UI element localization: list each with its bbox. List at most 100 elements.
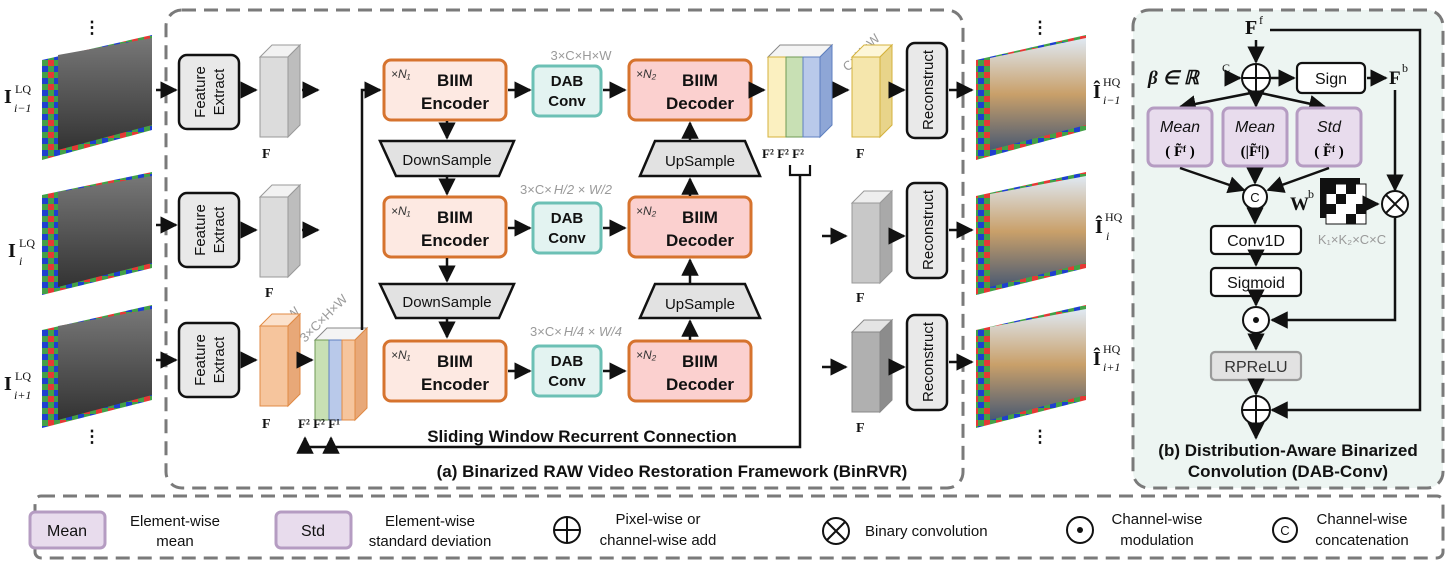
svg-text:Mean: Mean (47, 523, 87, 540)
mean-box: Mean ( F̃ᶠ ) (1146, 106, 1214, 168)
svg-text:i−1: i−1 (1103, 93, 1120, 107)
svg-text:Binary convolution: Binary convolution (865, 523, 988, 540)
feature-cube-f1-prev (258, 43, 302, 139)
legend-std: Std Element-wise standard deviation (274, 510, 492, 550)
label-f2-next: F (856, 421, 865, 436)
svg-text:Î: Î (1093, 346, 1101, 370)
dim-level3: 3×C×H/4 × W/4 (530, 324, 622, 339)
reconstruct-cur: Reconstruct (905, 181, 949, 280)
svg-text:DownSample: DownSample (402, 152, 491, 169)
feature-extract-cur: Feature Extract (177, 191, 241, 269)
feature-cube-f1-cur (258, 183, 302, 279)
dab-conv-level2: DAB Conv (531, 201, 603, 255)
svg-text:DAB: DAB (551, 73, 584, 90)
svg-text:Extract: Extract (211, 206, 228, 254)
svg-text:Feature: Feature (192, 204, 209, 256)
sliding-window-label: Sliding Window Recurrent Connection (427, 427, 737, 446)
svg-text:UpSample: UpSample (665, 153, 735, 170)
svg-text:W: W (1290, 194, 1309, 215)
svg-text:BIIM: BIIM (682, 352, 718, 371)
encoder-level3: ×N₁ BIIM Encoder (382, 339, 508, 403)
svg-text:Extract: Extract (211, 68, 228, 116)
svg-text:HQ: HQ (1103, 75, 1121, 89)
svg-text:I: I (4, 373, 12, 395)
output-label-next: Î HQ i+1 (1093, 342, 1121, 374)
svg-text:mean: mean (156, 533, 194, 550)
svg-text:DownSample: DownSample (402, 294, 491, 311)
svg-text:Encoder: Encoder (421, 94, 489, 113)
svg-text:C: C (1222, 61, 1230, 75)
svg-text:standard deviation: standard deviation (369, 533, 492, 550)
svg-text:DAB: DAB (551, 210, 584, 227)
svg-text:Pixel-wise or: Pixel-wise or (615, 511, 700, 528)
svg-text:i+1: i+1 (1103, 360, 1120, 374)
svg-text:Reconstruct: Reconstruct (920, 49, 937, 130)
svg-text:b: b (1402, 61, 1408, 75)
add-circle-top (1241, 63, 1271, 93)
label-f1-cur: F (265, 286, 274, 301)
svg-text:C: C (1280, 523, 1289, 538)
add-circle-bottom (1241, 395, 1271, 425)
dab-beta-label: β ∈ ℝ C (1147, 61, 1230, 89)
svg-text:Std: Std (1317, 119, 1342, 136)
downsample-2: DownSample (378, 282, 516, 320)
svg-text:Std: Std (301, 523, 325, 540)
ellipsis-out-bottom: ⋮ (1032, 427, 1049, 446)
sign-box: Sign (1295, 61, 1367, 95)
dab-ff-label: F f (1245, 13, 1263, 39)
svg-text:Channel-wise: Channel-wise (1112, 511, 1203, 528)
downsample-1: DownSample (378, 139, 516, 178)
rprelu-box: RPReLU (1209, 350, 1303, 382)
ellipsis-out-top: ⋮ (1032, 18, 1049, 37)
input-label-next: I LQ i+1 (4, 369, 31, 402)
input-frame-next (42, 305, 152, 428)
decoder-level1: ×N₂ BIIM Decoder (627, 58, 753, 122)
svg-text:Mean: Mean (1235, 119, 1275, 136)
svg-text:HQ: HQ (1105, 210, 1123, 224)
label-concat: F² F² F¹ (298, 416, 340, 431)
svg-text:i: i (19, 254, 22, 268)
svg-text:Sign: Sign (1315, 71, 1347, 88)
concat-feature-cube (313, 326, 369, 422)
feature-extract-next: Feature Extract (177, 321, 241, 399)
decoder-level2: ×N₂ BIIM Decoder (627, 195, 753, 259)
kernel-dims: K₁×K₂×C×C (1318, 232, 1386, 247)
panel-a-frame (164, 8, 965, 490)
input-frame-cur (42, 172, 152, 295)
svg-text:BIIM: BIIM (437, 208, 473, 227)
svg-text:( F̃ᶠ ): ( F̃ᶠ ) (1314, 143, 1344, 160)
svg-text:Encoder: Encoder (421, 231, 489, 250)
svg-text:Channel-wise: Channel-wise (1317, 511, 1408, 528)
dim-level1: 3×C×H×W (550, 48, 612, 63)
output-frame-prev (976, 35, 1086, 160)
input-label-cur: I LQ i (8, 236, 35, 268)
std-box: Std ( F̃ᶠ ) (1295, 106, 1363, 168)
modulation-circle (1242, 306, 1270, 334)
conv1d-box: Conv1D (1209, 224, 1303, 256)
legend-concat: C Channel-wise concatenation (1272, 511, 1409, 549)
svg-text:×N₁: ×N₁ (391, 204, 411, 218)
legend-add: Pixel-wise or channel-wise add (553, 511, 716, 549)
svg-text:Decoder: Decoder (666, 231, 734, 250)
svg-text:Î: Î (1093, 79, 1101, 103)
panel-b-title-1: (b) Distribution-Aware Binarized (1158, 441, 1417, 460)
svg-text:RPReLU: RPReLU (1224, 359, 1287, 376)
label-f2-prev: F (856, 147, 865, 162)
ellipsis-top: ⋮ (84, 18, 101, 37)
feature-cube-f2-cur (850, 189, 894, 285)
dab-conv-level3: DAB Conv (531, 344, 603, 398)
svg-text:concatenation: concatenation (1315, 532, 1408, 549)
svg-text:Î: Î (1095, 214, 1103, 238)
svg-text:Conv: Conv (548, 93, 586, 110)
svg-text:I: I (4, 86, 12, 108)
svg-text:BIIM: BIIM (682, 71, 718, 90)
input-frame-prev (42, 35, 152, 160)
concat-circle: C (1242, 184, 1268, 210)
svg-text:BIIM: BIIM (437, 71, 473, 90)
svg-text:I: I (8, 240, 16, 262)
svg-text:F: F (1245, 17, 1257, 39)
upsample-1: UpSample (638, 139, 762, 178)
svg-text:DAB: DAB (551, 353, 584, 370)
svg-text:Reconstruct: Reconstruct (920, 321, 937, 402)
